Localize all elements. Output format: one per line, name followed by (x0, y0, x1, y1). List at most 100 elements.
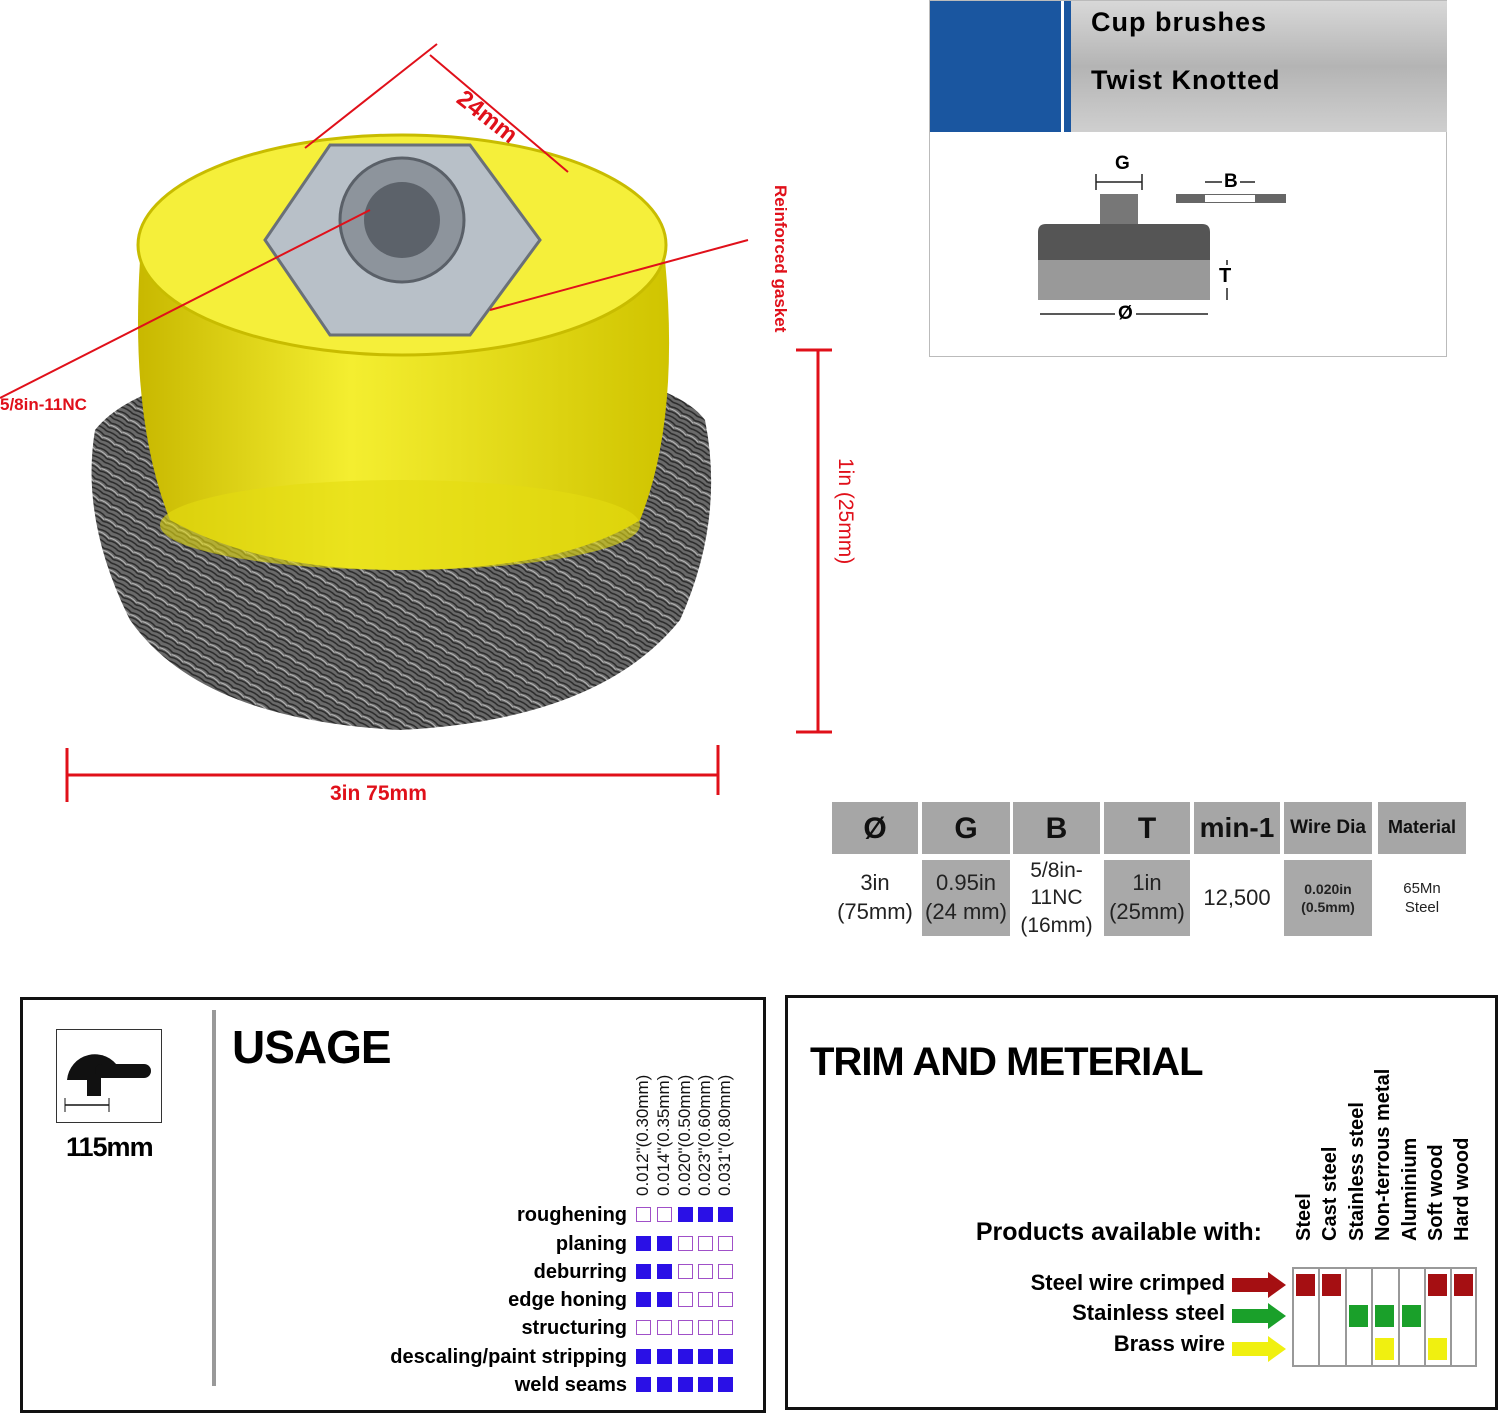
header-line-1: Cup brushes (1091, 7, 1268, 37)
usage-row-label: roughening (517, 1204, 627, 1226)
trim-grid-divider (1371, 1267, 1374, 1367)
wire-size-label: 0.012"(0.30mm) (633, 1074, 652, 1196)
blue-stripe (1064, 1, 1071, 132)
usage-mark (718, 1320, 733, 1335)
material-label: Stainless steel (1345, 1102, 1368, 1241)
diameter-label: 3in 75mm (330, 782, 427, 805)
usage-row-label: structuring (521, 1317, 627, 1339)
trim-mark (1428, 1274, 1447, 1296)
usage-mark (657, 1236, 672, 1251)
spec-header-t: T (1104, 802, 1190, 854)
dimension-diagram (1038, 174, 1286, 315)
usage-mark (698, 1264, 713, 1279)
header-line-2: Twist Knotted (1091, 65, 1281, 95)
trim-mark (1348, 1305, 1368, 1327)
usage-mark (657, 1349, 672, 1364)
material-label: Cast steel (1319, 1146, 1342, 1242)
usage-mark (678, 1207, 693, 1222)
usage-row-label: planing (555, 1233, 627, 1255)
usage-mark (718, 1349, 733, 1364)
hex-nut (263, 143, 542, 337)
thread-label: 5/8in-11NC (0, 395, 87, 414)
trim-mark (1454, 1274, 1474, 1296)
trim-title: TRIM AND METERIAL (810, 1040, 1204, 1084)
trim-grid-divider (1344, 1267, 1347, 1367)
diagram-label-b: B (1222, 171, 1240, 193)
usage-mark (636, 1349, 651, 1364)
usage-mark (698, 1349, 713, 1364)
material-label: Aluminium (1398, 1137, 1421, 1241)
usage-divider (212, 1010, 216, 1386)
arrow-icon (1232, 1272, 1286, 1298)
usage-mark (636, 1377, 651, 1392)
blue-block (930, 1, 1061, 132)
angle-grinder-icon (56, 1029, 162, 1123)
arrow-icon (1232, 1336, 1286, 1362)
diagram-label-g: G (1115, 153, 1130, 174)
usage-mark (657, 1207, 672, 1222)
material-label: Soft wood (1425, 1144, 1447, 1241)
trim-mark (1375, 1338, 1395, 1360)
arrow-icon (1232, 1303, 1286, 1329)
usage-mark (678, 1320, 693, 1335)
spec-value-g: 0.95in(24 mm) (922, 860, 1010, 936)
trim-row-label: Steel wire crimped (1030, 1270, 1225, 1295)
usage-mark (718, 1207, 733, 1222)
usage-mark (636, 1264, 651, 1279)
wire-size-label: 0.031"(0.80mm) (715, 1074, 734, 1196)
wire-size-label: 0.023"(0.60mm) (695, 1074, 714, 1196)
spec-header-wire-dia: Wire Dia (1284, 802, 1372, 854)
usage-row-label: weld seams (514, 1374, 627, 1396)
trim-panel (785, 995, 1498, 1410)
usage-mark (718, 1292, 733, 1307)
usage-mark (718, 1236, 733, 1251)
material-label: Steel (1293, 1193, 1315, 1241)
material-label: Non-terrous metal (1372, 1068, 1395, 1241)
trim-grid-frame (1292, 1267, 1477, 1367)
usage-mark (657, 1264, 672, 1279)
spec-value-b: 5/8in-11NC(16mm) (1020, 859, 1093, 937)
usage-mark (657, 1377, 672, 1392)
material-label: Hard wood (1451, 1137, 1474, 1241)
usage-mark (718, 1377, 733, 1392)
spec-value-wire-dia: 0.020in(0.5mm) (1284, 860, 1372, 936)
trim-row-label: Brass wire (1113, 1331, 1225, 1356)
trim-grid-divider (1318, 1267, 1321, 1367)
diagram-label-t: T (1219, 265, 1232, 288)
usage-row-label: edge honing (508, 1289, 627, 1311)
trim-mark (1375, 1305, 1395, 1327)
usage-title: USAGE (232, 1021, 392, 1073)
usage-mark (678, 1377, 693, 1392)
spec-header-rpm: min-1 (1194, 802, 1280, 854)
usage-mark (678, 1236, 693, 1251)
usage-row-label: deburring (533, 1261, 627, 1283)
usage-mark (636, 1236, 651, 1251)
usage-mark (657, 1292, 672, 1307)
spec-header-diameter: Ø (832, 802, 918, 854)
diagram-label-diameter: Ø (1115, 303, 1136, 325)
height-label: 1in (25mm) (834, 458, 857, 565)
gasket-label: Reinforced gasket (771, 185, 790, 333)
trim-mark (1401, 1305, 1421, 1327)
spec-value-diameter: 3in(75mm) (837, 870, 913, 924)
trim-subtitle: Products available with: (975, 1218, 1262, 1246)
usage-mark (698, 1236, 713, 1251)
usage-mark (698, 1377, 713, 1392)
usage-mark (698, 1207, 713, 1222)
spec-header-b: B (1013, 802, 1100, 854)
usage-mark (678, 1264, 693, 1279)
usage-mark (678, 1349, 693, 1364)
spec-value-rpm: 12,500 (1203, 884, 1271, 910)
usage-panel (20, 997, 766, 1413)
cup-brush-illustration (0, 43, 832, 802)
usage-mark (698, 1320, 713, 1335)
wire-size-label: 0.014"(0.35mm) (654, 1074, 673, 1196)
trim-row-label: Stainless steel (1072, 1300, 1225, 1325)
header-panel: Cup brushes Twist Knotted G B T Ø (929, 0, 1447, 357)
usage-mark (698, 1292, 713, 1307)
spec-header-material: Material (1378, 802, 1466, 854)
trim-grid-divider (1450, 1267, 1453, 1367)
spec-header-g: G (922, 802, 1010, 854)
usage-row-label: descaling/paint stripping (390, 1346, 627, 1368)
